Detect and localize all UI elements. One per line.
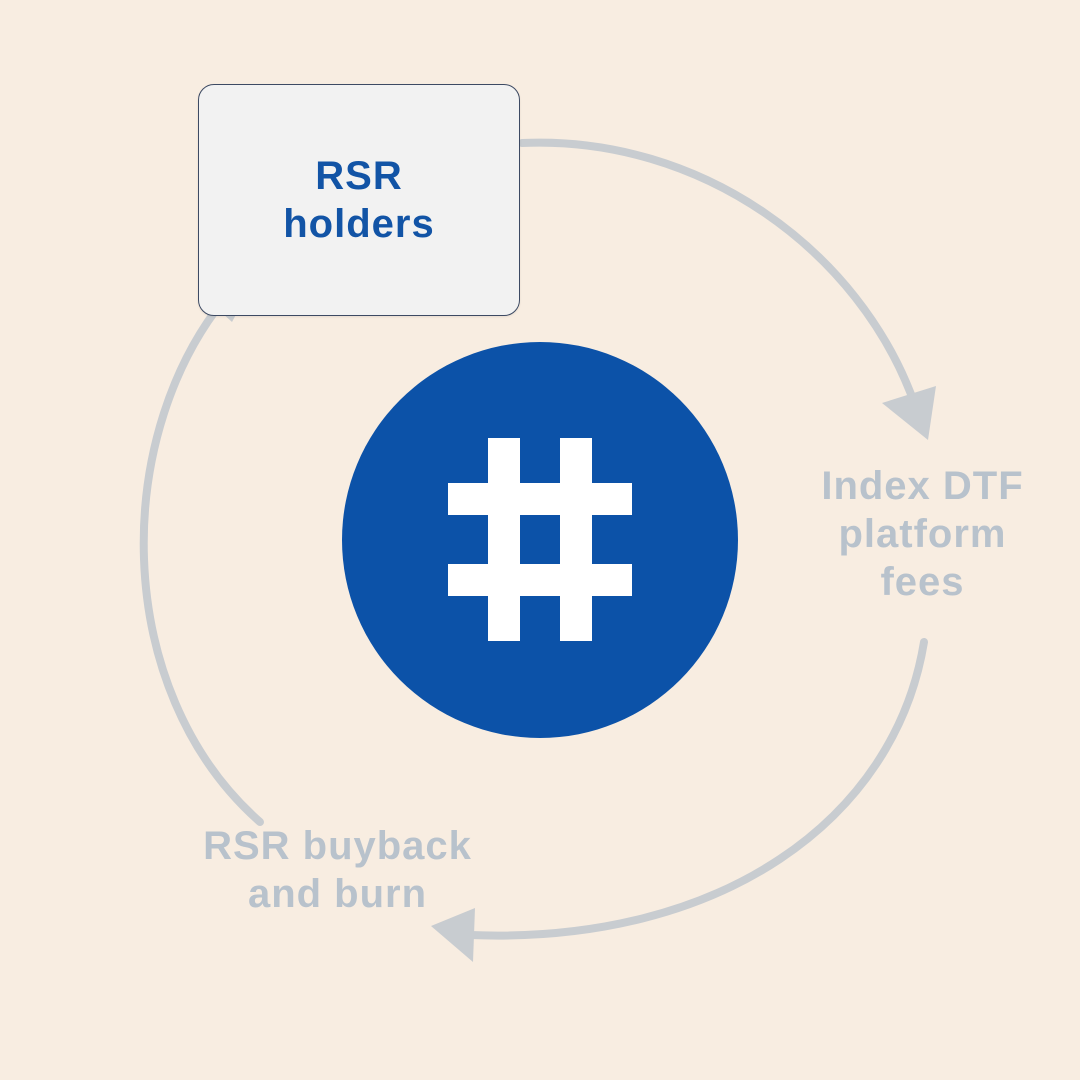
arrow-holders-to-fees [518,138,919,409]
arrowhead-buyback [431,908,475,962]
node-buyback-and-burn: RSR buyback and burn [170,822,505,918]
node-buyback-line-2: and burn [247,872,428,916]
node-rsr-holders-line-1: RSR [315,154,403,198]
reserve-logo [342,342,738,738]
node-rsr-holders-line-2: holders [283,202,435,246]
node-rsr-holders: RSR holders [198,84,520,316]
hash-icon [448,438,632,641]
arrowhead-fees [882,386,936,440]
node-platform-fees-line-2: platform [838,512,1007,556]
node-platform-fees-line-3: fees [880,560,965,604]
node-buyback-line-1: RSR buyback [203,824,472,868]
arrow-fees-to-buyback [466,638,928,940]
arrow-buyback-to-holders [139,286,264,826]
node-platform-fees-line-1: Index DTF [821,464,1024,508]
node-platform-fees: Index DTF platform fees [800,462,1045,606]
